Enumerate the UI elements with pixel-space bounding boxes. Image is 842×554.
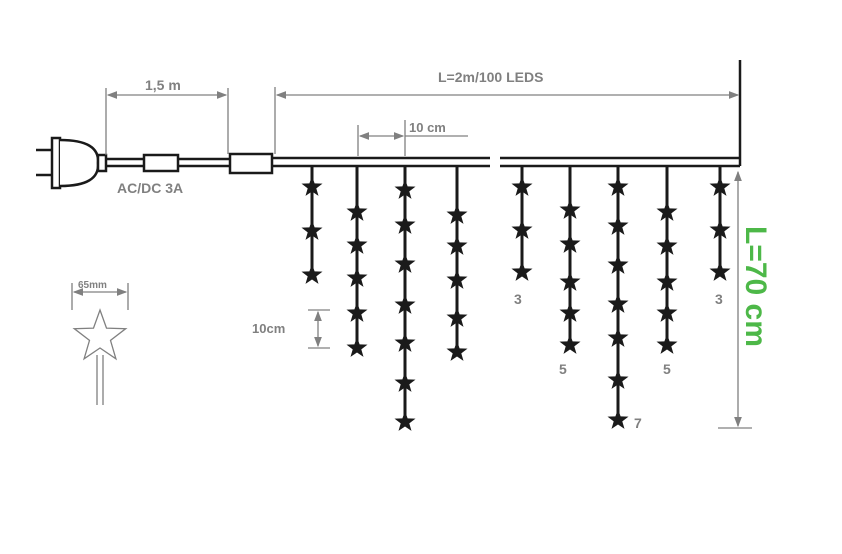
led-star-icon	[656, 201, 678, 221]
led-star-icon	[607, 409, 629, 429]
light-strand	[607, 167, 629, 429]
power-label: AC/DC 3A	[117, 180, 183, 196]
led-star-icon	[511, 261, 533, 281]
led-star-icon	[656, 334, 678, 354]
led-star-icon	[346, 234, 368, 254]
led-star-icon	[446, 235, 468, 255]
led-star-icon	[607, 369, 629, 389]
led-star-icon	[446, 204, 468, 224]
led-star-icon	[346, 201, 368, 221]
dimension-lines	[71, 87, 752, 429]
light-strand	[346, 167, 368, 357]
cable-length-label: 1,5 m	[145, 77, 181, 93]
led-star-icon	[709, 176, 731, 196]
led-star-icon	[511, 219, 533, 239]
led-star-icon	[394, 214, 416, 234]
led-star-icon	[511, 176, 533, 196]
led-star-icon	[394, 372, 416, 392]
led-star-icon	[559, 199, 581, 219]
led-star-icon	[656, 302, 678, 322]
led-star-icon	[394, 332, 416, 352]
star-count-label: 7	[634, 415, 642, 431]
inline-connector	[142, 153, 180, 173]
led-star-icon	[656, 271, 678, 291]
light-strand	[394, 167, 416, 431]
led-star-icon	[346, 337, 368, 357]
led-star-icon	[559, 302, 581, 322]
star-count-label: 3	[715, 291, 723, 307]
led-star-icon	[446, 269, 468, 289]
led-star-icon	[607, 254, 629, 274]
strand-spacing-label: 10 cm	[409, 120, 446, 135]
led-star-icon	[709, 219, 731, 239]
led-star-icon	[301, 264, 323, 284]
star-spacing-label: 10cm	[252, 321, 285, 336]
led-star-icon	[607, 327, 629, 347]
lead-cable	[106, 152, 274, 175]
led-star-icon	[394, 411, 416, 431]
star-count-label: 5	[559, 361, 567, 377]
light-strand	[559, 167, 581, 354]
led-star-icon	[559, 271, 581, 291]
main-cable	[272, 60, 742, 168]
led-star-icon	[394, 253, 416, 273]
led-star-icon	[656, 235, 678, 255]
star-count-label: 5	[663, 361, 671, 377]
led-star-icon	[709, 261, 731, 281]
led-star-icon	[607, 176, 629, 196]
light-strand	[656, 167, 678, 354]
plug-icon	[36, 136, 108, 190]
drop-length-label: L=70 cm	[739, 226, 772, 347]
light-strand	[301, 167, 323, 284]
led-star-icon	[301, 176, 323, 196]
led-star-icon	[301, 220, 323, 240]
power-adapter	[228, 152, 274, 175]
led-star-icon	[559, 334, 581, 354]
led-star-icon	[394, 179, 416, 199]
strands	[301, 167, 731, 431]
light-strand	[511, 167, 533, 281]
total-length-label: L=2m/100 LEDS	[438, 69, 543, 85]
led-star-icon	[446, 307, 468, 327]
led-star-icon	[446, 341, 468, 361]
led-star-icon	[607, 293, 629, 313]
star-size-icon	[72, 308, 128, 405]
led-star-icon	[346, 267, 368, 287]
led-star-icon	[346, 302, 368, 322]
led-star-icon	[559, 233, 581, 253]
led-star-icon	[394, 294, 416, 314]
star-count-label: 3	[514, 291, 522, 307]
light-strand	[709, 167, 731, 281]
light-strand	[446, 167, 468, 361]
led-star-icon	[607, 215, 629, 235]
star-size-label: 65mm	[78, 280, 107, 291]
